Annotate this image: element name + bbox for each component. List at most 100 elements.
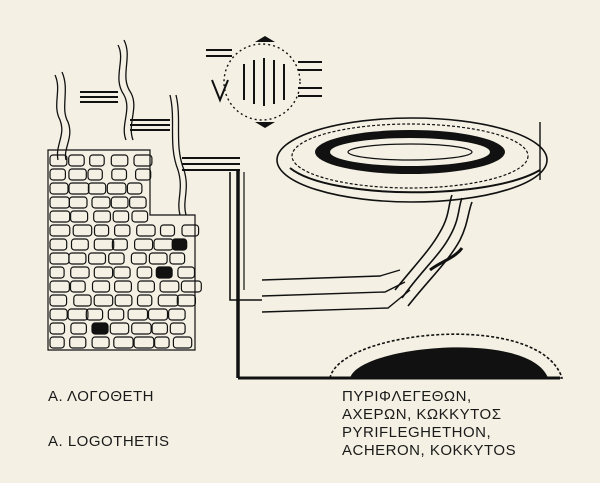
grid-cell	[148, 252, 168, 265]
grid-cell	[91, 196, 111, 209]
grid-cell	[87, 182, 107, 195]
grid-cell	[180, 280, 202, 293]
grid-cell	[91, 322, 109, 335]
grid-cell	[111, 238, 128, 251]
grid-cell	[137, 280, 155, 293]
grid-cell	[49, 336, 65, 349]
cell-grid-block	[47, 149, 202, 351]
grid-cell	[93, 238, 115, 251]
rivers-caption-line: ACHERON, KOKKYTOS	[342, 442, 517, 459]
left-strands	[54, 39, 187, 216]
grid-cell	[49, 168, 66, 181]
rivers-caption-line: ΠΥΡΙΦΛΕΓΕΘΩΝ,	[342, 388, 472, 405]
grid-cell	[89, 154, 105, 167]
grid-cell	[129, 196, 147, 209]
grid-cell	[69, 336, 87, 349]
grid-cell	[155, 266, 173, 279]
grid-cell	[49, 210, 71, 223]
grid-cell	[49, 294, 68, 307]
grid-cell	[49, 154, 68, 167]
grid-cell	[49, 322, 66, 335]
grid-cell	[68, 168, 87, 181]
river-strands	[394, 194, 473, 307]
grid-cell	[91, 280, 111, 293]
grid-cell	[93, 294, 114, 307]
grid-cell	[108, 252, 125, 265]
grid-cell	[109, 322, 130, 335]
grid-cell	[113, 280, 132, 293]
staff-fragments	[80, 49, 322, 171]
grid-cell	[133, 336, 155, 349]
grid-cell	[159, 224, 176, 237]
grid-cell	[49, 308, 68, 321]
grid-cell	[176, 294, 197, 307]
author-name-greek: Α. ΛΟΓΟΘΕΤΗ	[48, 388, 154, 405]
circular-emblem	[211, 36, 301, 128]
grid-cell	[114, 294, 133, 307]
grid-cell	[49, 252, 70, 265]
grid-cell	[106, 182, 127, 195]
grid-cell	[93, 210, 111, 223]
grid-cell	[112, 210, 130, 223]
grid-cell	[49, 238, 68, 251]
grid-cell	[70, 238, 89, 251]
grid-cell	[136, 224, 156, 237]
grid-cell	[113, 266, 131, 279]
rivers-caption-line: ΑΧΕΡΩΝ, ΚΩΚΚΥΤΟΣ	[342, 406, 502, 423]
author-name-latin: Α. LOGOTHETIS	[48, 433, 170, 450]
grid-cell	[91, 336, 110, 349]
grid-cell	[68, 196, 88, 209]
grid-cell	[93, 266, 114, 279]
grid-cell	[110, 196, 129, 209]
grid-cell	[68, 252, 87, 265]
lower-band	[261, 269, 411, 313]
grid-cell	[49, 280, 70, 293]
grid-cell	[133, 154, 153, 167]
grid-cell	[169, 322, 186, 335]
grid-cell	[134, 238, 154, 251]
grid-cell	[127, 308, 149, 321]
grid-cell	[49, 224, 71, 237]
elliptical-island	[276, 117, 548, 203]
grid-cell	[131, 322, 152, 335]
grid-cell	[157, 294, 179, 307]
grid-cell	[49, 196, 70, 209]
grid-cell	[69, 210, 89, 223]
grid-cell	[69, 280, 86, 293]
grid-cell	[135, 168, 152, 181]
grid-cell	[169, 252, 186, 265]
grid-cell	[70, 322, 88, 335]
grid-cell	[68, 154, 85, 167]
grid-cell	[154, 336, 170, 349]
grid-cell	[49, 182, 69, 195]
grid-cell	[168, 308, 186, 321]
grid-cell	[70, 266, 90, 279]
grid-cell	[136, 294, 153, 307]
grid-cell	[49, 266, 65, 279]
grid-cell	[110, 154, 129, 167]
grid-cell	[113, 336, 134, 349]
grid-cell	[153, 238, 174, 251]
grid-cell	[87, 168, 103, 181]
grid-cell	[111, 168, 128, 181]
grid-cell	[136, 266, 153, 279]
grid-cell	[72, 224, 93, 237]
rivers-caption: ΠΥΡΙΦΛΕΓΕΘΩΝ, ΑΧΕΡΩΝ, ΚΩΚΚΥΤΟΣ PYRIFLEGH…	[342, 388, 516, 460]
grid-cell	[87, 252, 107, 265]
dome-shape	[329, 333, 564, 379]
grid-cell	[172, 336, 193, 349]
grid-cell	[177, 266, 196, 279]
grid-cell	[113, 224, 131, 237]
grid-cell	[67, 308, 89, 321]
grid-cell	[107, 308, 125, 321]
rivers-caption-line: PYRIFLEGHETHON,	[342, 424, 492, 441]
grid-cell	[93, 224, 110, 237]
grid-cell	[68, 182, 90, 195]
grid-cell	[151, 322, 169, 335]
grid-cell	[147, 308, 169, 321]
grid-cell	[159, 280, 180, 293]
grid-cell	[85, 308, 104, 321]
grid-cell	[131, 210, 149, 223]
grid-cell	[126, 182, 143, 195]
score-artwork	[47, 36, 564, 380]
